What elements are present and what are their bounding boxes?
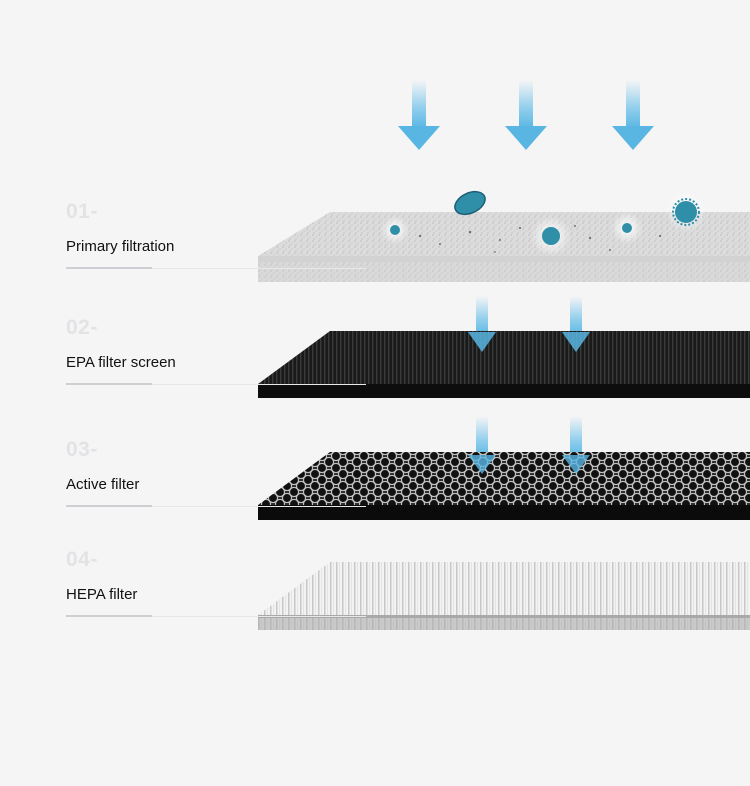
label-underline [152, 506, 366, 507]
layer-label-3: 03- Active filter [66, 438, 366, 507]
layer-number: 04- [66, 548, 98, 571]
label-underline [152, 384, 366, 385]
airflow-arrow-icon [562, 455, 590, 474]
layer-label-1: 01- Primary filtration [66, 200, 366, 269]
label-underline [66, 267, 152, 269]
label-underline [152, 616, 366, 617]
layer-number: 03- [66, 438, 98, 461]
layer-name: Active filter [66, 476, 140, 493]
epa-filter-sheet [258, 331, 750, 398]
particle-icon [381, 216, 409, 244]
label-underline [66, 383, 152, 385]
layer-number: 02- [66, 316, 98, 339]
particle-icon [666, 192, 706, 232]
layer-label-4: 04- HEPA filter [66, 548, 366, 617]
hepa-filter-sheet [258, 562, 750, 630]
airflow-arrow-icon [612, 80, 654, 150]
airflow-arrow-icon [468, 332, 496, 352]
label-underline [66, 505, 152, 507]
label-underline [152, 268, 366, 269]
layer-number: 01- [66, 200, 98, 223]
airflow-arrow-icon [562, 332, 590, 352]
label-underline [66, 615, 152, 617]
particle-icon [454, 190, 486, 216]
layer-name: Primary filtration [66, 238, 175, 255]
particle-icon [531, 216, 571, 256]
particle-icon [611, 212, 643, 244]
layer-name: EPA filter screen [66, 354, 176, 371]
active-filter-sheet [258, 452, 750, 520]
layer-label-2: 02- EPA filter screen [66, 316, 366, 385]
airflow-arrow-icon [398, 80, 440, 150]
layer-name: HEPA filter [66, 586, 138, 603]
airflow-arrow-icon [505, 80, 547, 150]
airflow-arrow-icon [468, 455, 496, 474]
